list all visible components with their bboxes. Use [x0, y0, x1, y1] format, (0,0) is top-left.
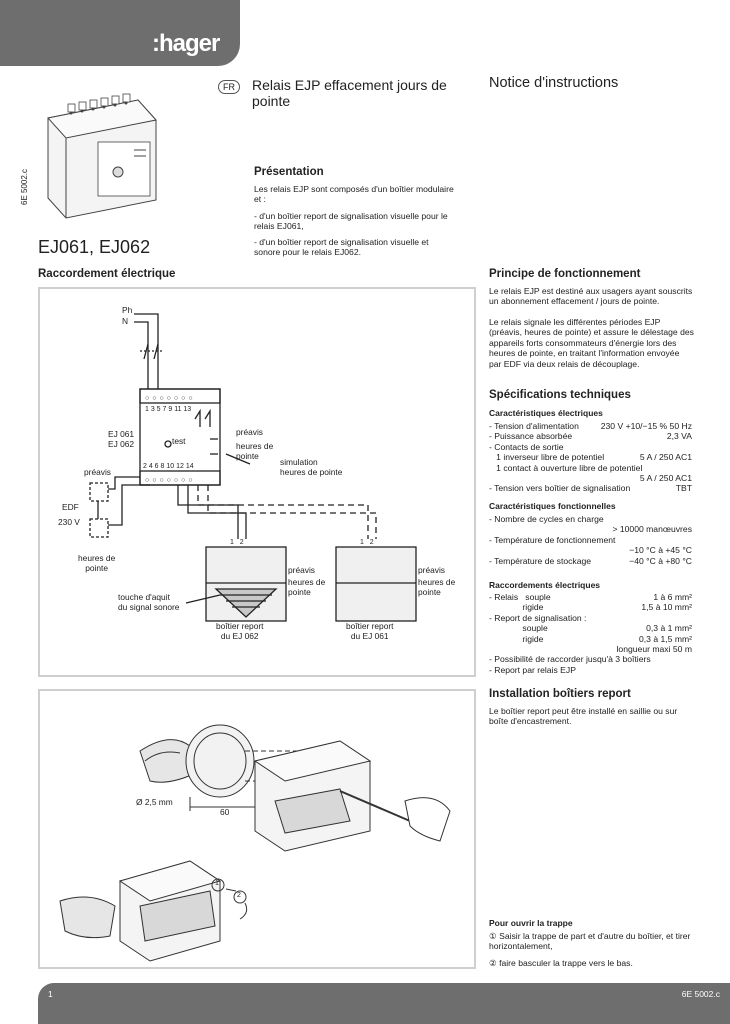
- svg-text:○○○○○○○: ○○○○○○○: [145, 477, 196, 484]
- wiring-diagram-frame: ○○○○○○○ ○○○○○○○ Ph N 1 3 5 7 9 11 13 2 4…: [38, 287, 476, 677]
- label-edf: EDF: [62, 502, 79, 512]
- hager-logo: :hager: [152, 30, 220, 57]
- raccordement-heading: Raccordement électrique: [38, 268, 176, 280]
- label-model: EJ 061 EJ 062: [108, 429, 135, 449]
- spec-row: - Température de stockage−40 °C à +80 °C: [489, 555, 692, 566]
- principe-p1: Le relais EJP est destiné aux usagers ay…: [489, 286, 693, 307]
- presentation-intro: Les relais EJP sont composés d'un boîtie…: [254, 184, 454, 205]
- label-heures-box2: heures de pointe: [418, 577, 456, 597]
- label-heures-left: heures de pointe: [78, 553, 116, 573]
- label-diameter: Ø 2,5 mm: [136, 797, 173, 807]
- spec-row: −10 °C à +45 °C: [629, 545, 692, 556]
- label-heures-relay: heures de pointe: [236, 441, 274, 461]
- footer-code: 6E 5002.c: [681, 989, 720, 999]
- label-dimension: 60: [220, 807, 230, 817]
- label-test: test: [172, 436, 186, 446]
- specs-fonc-heading: Caractéristiques fonctionnelles: [489, 501, 616, 511]
- spec-row: longueur maxi 50 m: [616, 644, 692, 655]
- footer-band: 1 6E 5002.c: [38, 983, 730, 1024]
- label-preavis-box1: préavis: [288, 565, 315, 575]
- trappe-step-2: ② faire basculer la trappe vers le bas.: [489, 958, 633, 968]
- installation-heading: Installation boîtiers report: [489, 688, 631, 700]
- label-boitier-062: boîtier report du EJ 062: [216, 621, 264, 641]
- label-preavis-relay: préavis: [236, 427, 263, 437]
- label-preavis-left: préavis: [84, 467, 111, 477]
- spec-row: - Température de fonctionnement: [489, 534, 616, 545]
- presentation-item-2: - d'un boîtier report de signalisation v…: [254, 237, 429, 258]
- label-box2-terminals: 1 2: [360, 539, 374, 546]
- installation-illustration-frame: Ø 2,5 mm 60 1 2: [38, 689, 476, 969]
- document-title: Relais EJP effacement jours de pointe: [252, 77, 447, 109]
- label-simulation: simulation heures de pointe: [280, 457, 343, 477]
- label-box1-terminals: 1 2: [230, 539, 244, 546]
- presentation-heading: Présentation: [254, 166, 324, 178]
- label-230v: 230 V: [58, 517, 80, 527]
- specs-racc-heading: Raccordements électriques: [489, 580, 601, 590]
- spec-row: - Nombre de cycles en charge: [489, 514, 604, 524]
- trappe-step-1: ① Saisir la trappe de part et d'autre du…: [489, 931, 691, 952]
- presentation-item-1: - d'un boîtier report de signalisation v…: [254, 211, 448, 232]
- installation-text: Le boîtier report peut être installé en …: [489, 706, 678, 727]
- principe-p2: Le relais signale les différentes périod…: [489, 317, 694, 369]
- spec-row: 1 contact à ouverture libre de potentiel: [489, 462, 643, 473]
- label-touche: touche d'aquit du signal sonore: [118, 592, 180, 612]
- label-terminals-bottom: 2 4 6 8 10 12 14: [143, 463, 194, 470]
- side-document-code: 6E 5002.c: [20, 168, 29, 205]
- svg-text:○○○○○○○: ○○○○○○○: [145, 395, 196, 402]
- logo-band: :hager: [0, 0, 240, 66]
- page-number: 1: [48, 989, 53, 999]
- label-ph: Ph: [122, 305, 133, 315]
- installation-illustration: [59, 724, 451, 962]
- model-title: EJ061, EJ062: [38, 237, 151, 257]
- spec-row: - Contacts de sortie: [489, 441, 564, 452]
- spec-row: - Report par relais EJP: [489, 664, 576, 675]
- step-2-mark: 2: [237, 892, 241, 899]
- specs-heading: Spécifications techniques: [489, 389, 631, 401]
- step-1-mark: 1: [215, 880, 219, 887]
- specs-fonc-list: - Nombre de cycles en charge > 10000 man…: [489, 514, 692, 566]
- relay-module-illustration: [47, 93, 157, 219]
- notice-heading: Notice d'instructions: [489, 75, 619, 91]
- label-preavis-box2: préavis: [418, 565, 445, 575]
- spec-row: - Possibilité de raccorder jusqu'à 3 boî…: [489, 654, 651, 665]
- trappe-heading: Pour ouvrir la trappe: [489, 918, 573, 928]
- wiring-diagram: ○○○○○○○ ○○○○○○○: [89, 313, 417, 622]
- spec-row: - Report de signalisation :: [489, 612, 587, 623]
- spec-row: > 10000 manœuvres: [612, 524, 692, 535]
- specs-elec-heading: Caractéristiques électriques: [489, 408, 603, 418]
- language-badge: FR: [218, 80, 240, 94]
- label-boitier-061: boîtier report du EJ 061: [346, 621, 394, 641]
- label-terminals-top: 1 3 5 7 9 11 13: [145, 406, 192, 413]
- label-heures-box1: heures de pointe: [288, 577, 326, 597]
- principe-heading: Principe de fonctionnement: [489, 268, 641, 280]
- label-n: N: [122, 316, 129, 326]
- spec-row: 5 A / 250 AC1: [639, 473, 692, 484]
